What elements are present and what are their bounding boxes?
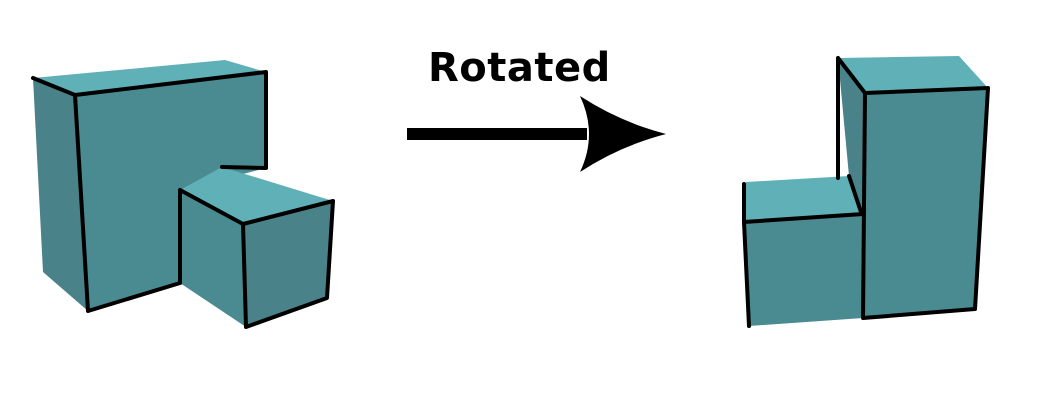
small-block-front-face (744, 214, 863, 326)
tall-box-front-face (863, 88, 988, 318)
big-cube-side-face (33, 78, 88, 311)
small-block-top-face (744, 176, 863, 222)
tall-box-side-face (838, 58, 865, 214)
original-shape (31, 60, 335, 329)
small-cube-left-face (180, 190, 246, 327)
rotation-label: Rotated (428, 45, 611, 91)
tall-box-top-face (838, 56, 988, 93)
small-cube-right-face (243, 201, 333, 327)
big-cube-front-face (75, 72, 266, 311)
original-shape-edges (31, 70, 335, 329)
rotated-shape (742, 56, 990, 328)
rotated-shape-edges (742, 56, 990, 328)
big-cube-top-face (33, 60, 266, 95)
rotation-arrow-icon (407, 96, 666, 172)
